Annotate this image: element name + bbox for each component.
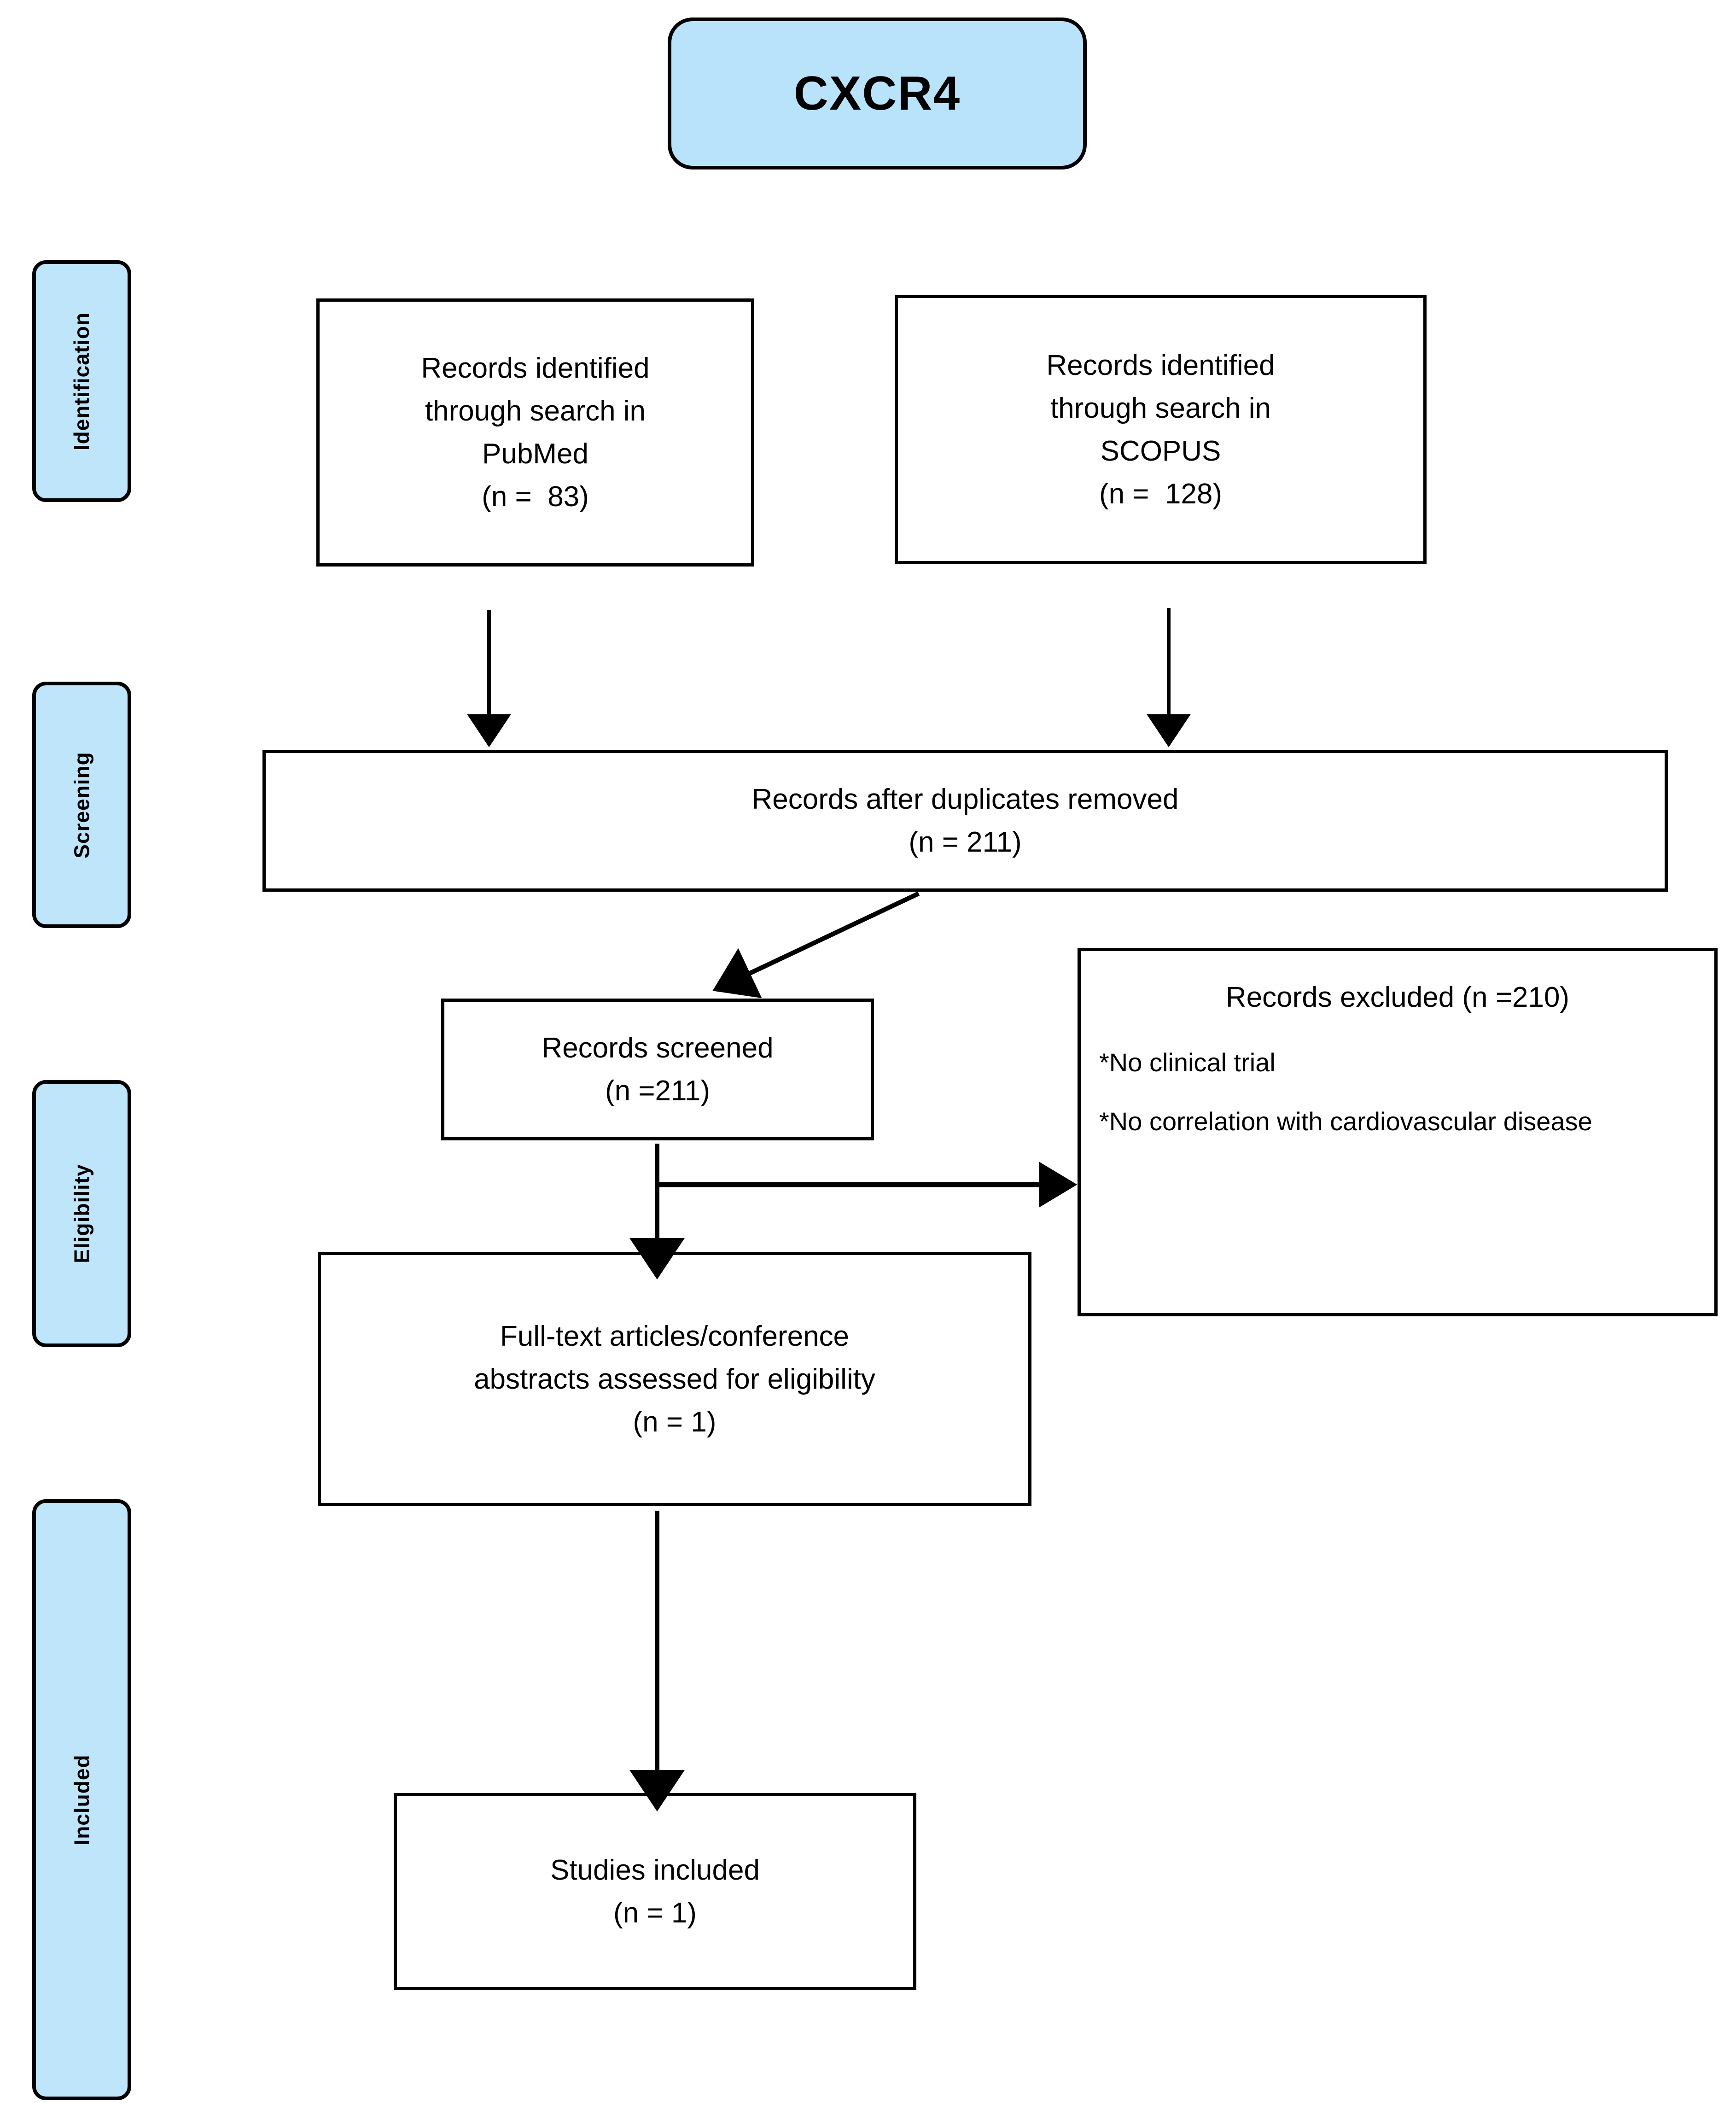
screened-count: (n =211) [605, 1075, 711, 1107]
stage-eligibility-label: Eligibility [70, 1164, 94, 1263]
pubmed-line-1: Records identified [421, 352, 650, 384]
diagram-title-box: CXCR4 [668, 18, 1087, 169]
box-records-identified-scopus: Records identified through search in SCO… [895, 295, 1427, 564]
box-fulltext-assessed: Full-text articles/conference abstracts … [318, 1252, 1031, 1506]
duplicates-count: (n = 211) [909, 826, 1022, 858]
stage-included-label: Included [70, 1754, 94, 1846]
studies-included-line-1: Studies included [550, 1854, 760, 1886]
scopus-line-2: through search in [1050, 392, 1271, 424]
screened-line-1: Records screened [542, 1032, 774, 1064]
pubmed-line-3: PubMed [482, 438, 588, 470]
scopus-count: (n = 128) [1099, 478, 1223, 510]
stage-screening: Screening [32, 682, 131, 928]
records-excluded-heading: Records excluded (n =210) [1225, 981, 1570, 1013]
stage-screening-label: Screening [70, 751, 94, 859]
box-records-excluded: Records excluded (n =210) *No clinical t… [1078, 948, 1718, 1316]
box-records-screened: Records screened (n =211) [441, 999, 874, 1140]
fulltext-count: (n = 1) [633, 1406, 717, 1438]
fulltext-line-1: Full-text articles/conference [500, 1320, 850, 1352]
box-studies-included: Studies included (n = 1) [394, 1793, 916, 1990]
records-excluded-reason-2: *No correlation with cardiovascular dise… [1099, 1107, 1592, 1136]
records-excluded-reason-1: *No clinical trial [1099, 1047, 1276, 1077]
duplicates-line-1: Records after duplicates removed [751, 783, 1179, 815]
stage-identification: Identification [32, 260, 131, 502]
pubmed-count: (n = 83) [482, 481, 589, 513]
scopus-line-1: Records identified [1046, 349, 1275, 381]
pubmed-line-2: through search in [425, 395, 646, 427]
stage-eligibility: Eligibility [32, 1080, 131, 1347]
stage-identification-label: Identification [70, 312, 94, 450]
fulltext-line-2: abstracts assessed for eligibility [474, 1363, 875, 1395]
arrow-duplicates-to-screened [712, 891, 920, 999]
studies-included-count: (n = 1) [613, 1897, 697, 1929]
diagram-title-label: CXCR4 [793, 66, 961, 120]
stage-included: Included [32, 1499, 131, 2100]
scopus-line-3: SCOPUS [1100, 435, 1221, 467]
box-records-after-duplicates-removed: Records after duplicates removed (n = 21… [262, 750, 1668, 892]
box-records-identified-pubmed: Records identified through search in Pub… [316, 298, 754, 567]
